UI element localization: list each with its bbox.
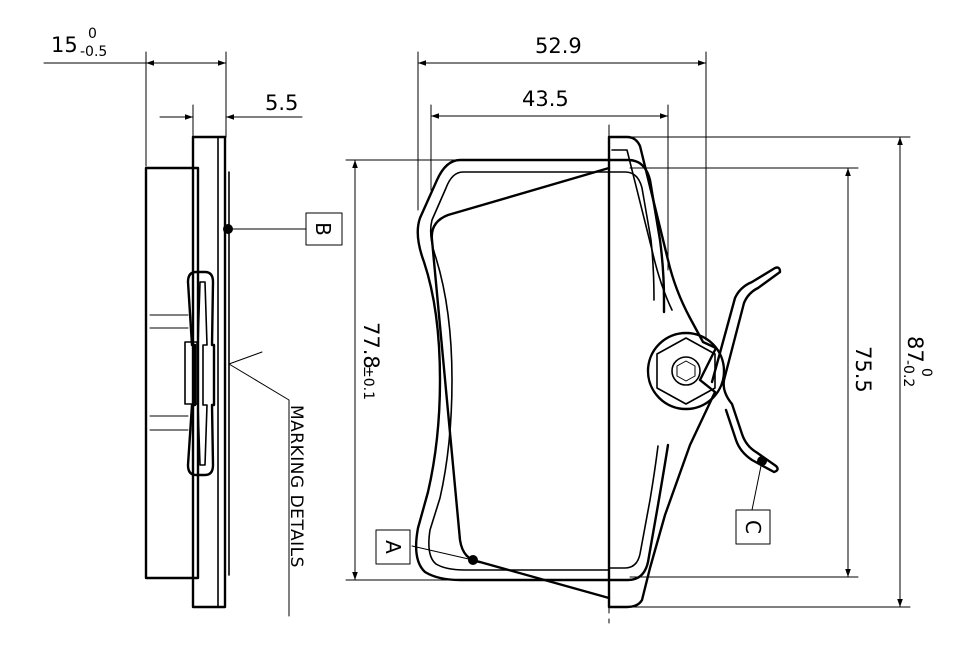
wear-sensor-wire xyxy=(710,266,782,474)
dim-77-8-value: 77.8 xyxy=(359,322,383,369)
leader-c xyxy=(751,460,763,511)
hub-hex xyxy=(656,337,716,405)
pad-right-upper-inner xyxy=(608,171,655,301)
callout-a-box xyxy=(375,529,411,565)
dim-87-lower-tol: -0.2 xyxy=(900,360,916,387)
hub-outer-circle xyxy=(646,331,726,411)
callout-c-box xyxy=(735,509,771,545)
pad-inner-contour xyxy=(428,171,610,571)
dim-15-upper-tol: 0 xyxy=(88,26,97,42)
pad-outer-contour xyxy=(414,158,611,582)
pad-right-lower-inner xyxy=(608,445,659,569)
dim-77-8-tol: ±0.1 xyxy=(360,366,376,400)
marking-details-note: MARKING DETAILS xyxy=(286,405,306,568)
pad-diagonal-edge xyxy=(430,166,611,600)
dim-5-5-value: 5.5 xyxy=(265,91,298,115)
dim-52-9-value: 52.9 xyxy=(535,34,582,58)
hub-inner-circle xyxy=(671,356,701,386)
dim-77-8-label: 77.8 ±0.1 xyxy=(359,322,383,400)
dim-43-5-value: 43.5 xyxy=(522,87,569,111)
front-view: C A 52.9 43.5 77.8 ±0.1 75.5 xyxy=(345,34,934,626)
hub-small-hex xyxy=(676,360,696,382)
backplate-outline xyxy=(607,135,718,609)
marking-leader xyxy=(228,351,290,617)
side-clip xyxy=(149,270,216,477)
side-friction-block xyxy=(144,166,200,580)
callout-b-label: B xyxy=(311,222,335,236)
side-view: B MARKING DETAILS 15 0 -0.5 5.5 xyxy=(43,26,343,617)
dim-87-upper-tol: 0 xyxy=(918,368,934,377)
dim-75-5-value: 75.5 xyxy=(851,346,875,393)
dim-15-lower-tol: -0.5 xyxy=(80,44,107,60)
leader-a xyxy=(411,545,474,561)
side-backplate xyxy=(191,135,227,609)
dim-87-value: 87 xyxy=(903,336,927,363)
pad-right-lower xyxy=(607,443,670,582)
dim-87-label: 87 0 -0.2 xyxy=(900,336,934,387)
callout-b-box xyxy=(305,212,343,246)
callout-c-label: C xyxy=(741,520,765,534)
dim-15-value: 15 xyxy=(51,33,78,57)
pad-right-upper xyxy=(607,158,666,314)
callout-a-label: A xyxy=(381,540,405,554)
